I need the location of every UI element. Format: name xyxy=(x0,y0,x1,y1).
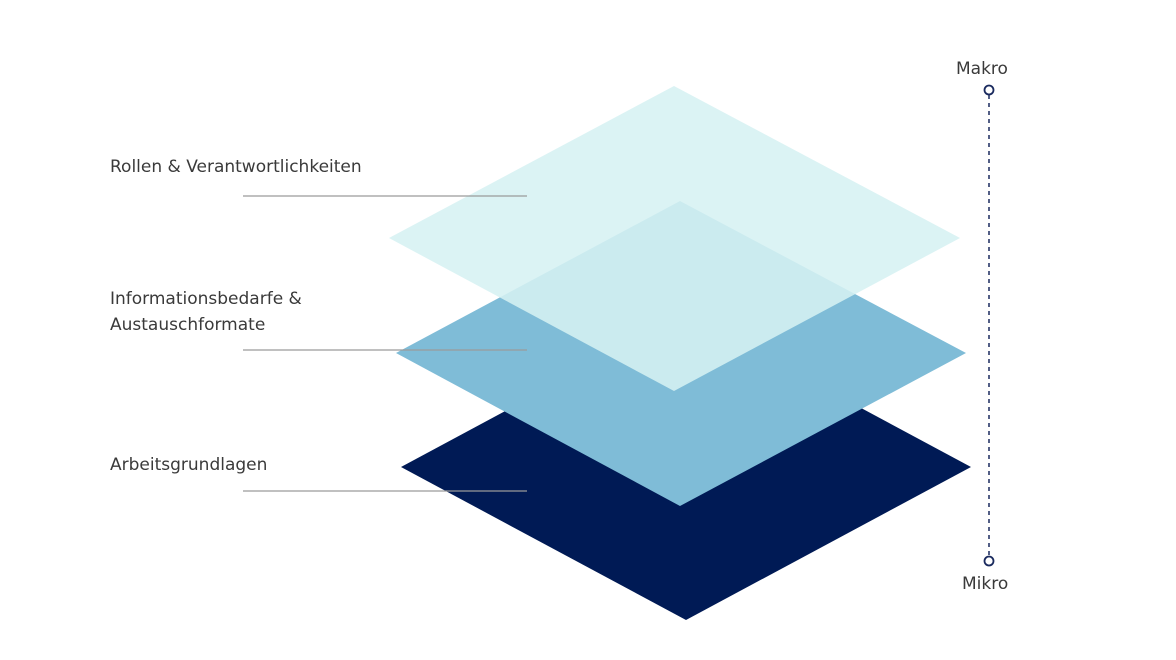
scale-label-makro: Makro xyxy=(956,59,1008,79)
label-informationsbedarfe-line1: Informationsbedarfe & xyxy=(110,289,302,309)
label-rollen: Rollen & Verantwortlichkeiten xyxy=(110,157,362,177)
scale-bottom-marker xyxy=(983,555,995,567)
label-arbeitsgrundlagen: Arbeitsgrundlagen xyxy=(110,455,268,475)
label-informationsbedarfe-line2: Austauschformate xyxy=(110,315,266,335)
layer-plane-rollen xyxy=(389,86,960,391)
scale-top-marker xyxy=(983,84,995,96)
label-informationsbedarfe: Informationsbedarfe & Austauschformate xyxy=(110,286,302,338)
scale-label-mikro: Mikro xyxy=(962,574,1009,594)
